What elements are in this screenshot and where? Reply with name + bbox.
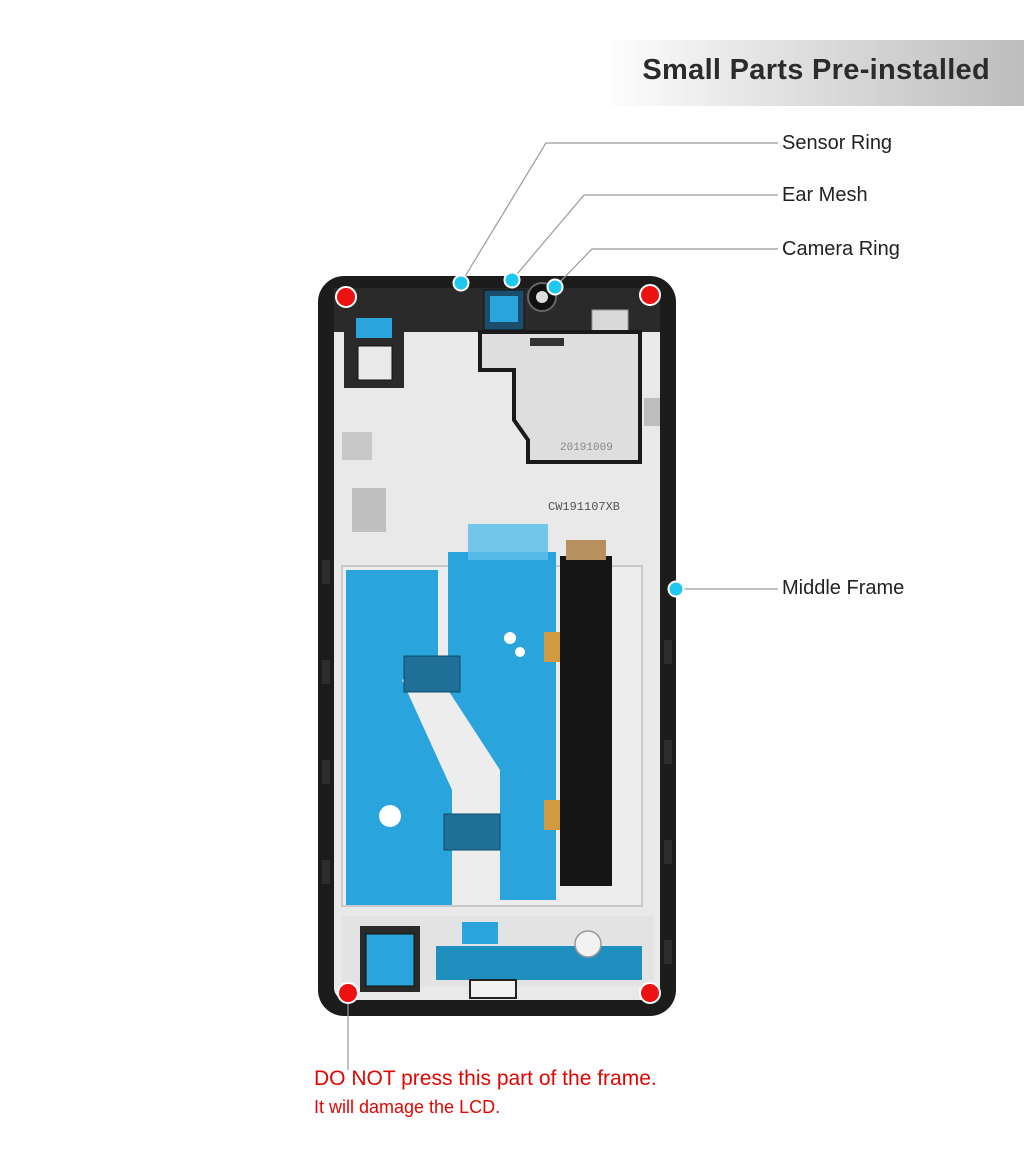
shield-outline: [478, 330, 642, 464]
warning-dot-top-right: [639, 284, 661, 306]
page-title: Small Parts Pre-installed: [642, 54, 990, 86]
middle-frame-dot: [667, 580, 685, 598]
warning-dot-top-left: [335, 286, 357, 308]
title-banner: Small Parts Pre-installed: [600, 40, 1024, 106]
film-left: [346, 570, 452, 905]
middle-frame-label: Middle Frame: [782, 577, 905, 599]
warning-dot-bottom-left: [337, 982, 359, 1004]
flex-cable: [560, 556, 612, 886]
leader-lines: [347, 142, 778, 1070]
warning-line-2: It will damage the LCD.: [314, 1097, 501, 1117]
film-center: [448, 552, 556, 900]
sensor-ring-dot: [452, 274, 470, 292]
sensor-ring-label: Sensor Ring: [782, 132, 893, 154]
marking-code2: 20191009: [560, 442, 613, 454]
ear-mesh-label: Ear Mesh: [782, 184, 868, 206]
camera-ring-dot: [546, 278, 564, 296]
warning-line-1: DO NOT press this part of the frame.: [314, 1067, 657, 1090]
foam-pad: [352, 488, 386, 532]
warning-dot-bottom-right: [639, 982, 661, 1004]
bezel-tabs: [322, 560, 672, 964]
camera-ring-label: Camera Ring: [782, 238, 900, 260]
marking-code1: CW191107XB: [548, 500, 620, 514]
ear-mesh-dot: [503, 271, 521, 289]
